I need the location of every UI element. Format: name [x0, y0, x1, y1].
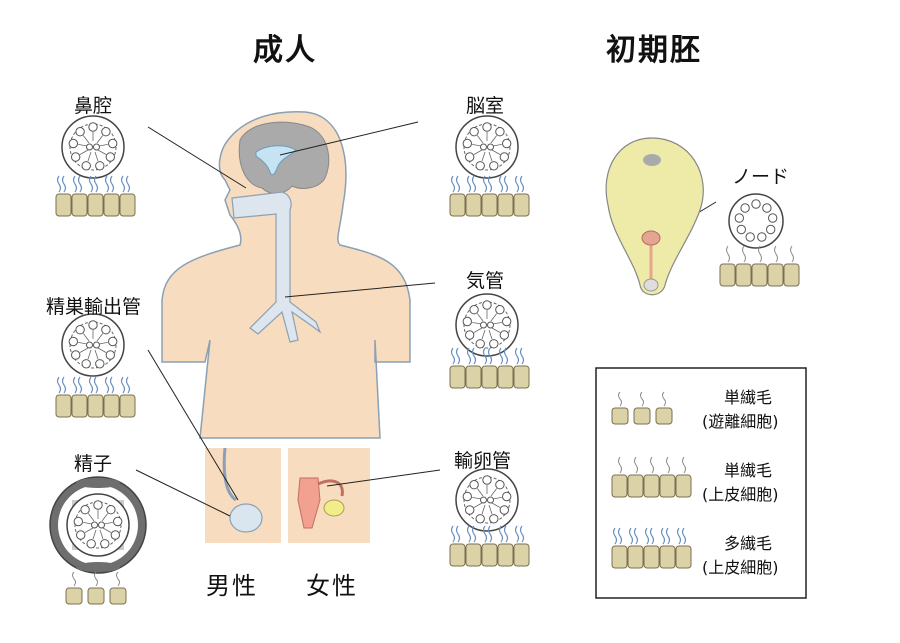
- human-body: [161, 110, 411, 545]
- axoneme-trachea: [455, 293, 519, 357]
- early-embryo: [605, 137, 704, 296]
- epithelium-node: [719, 245, 800, 287]
- male-duct: [222, 447, 237, 502]
- label-ventricle: 脳室: [466, 95, 505, 117]
- legend-box: [595, 367, 807, 599]
- label-nasal-cavity: 鼻腔: [74, 95, 113, 117]
- free-cells-sperm: [65, 571, 127, 605]
- epithelium-efferent: [55, 376, 136, 418]
- legend-item-1-line1: 単繊毛: [724, 388, 773, 407]
- legend-item-3-line1: 多繊毛: [724, 534, 773, 553]
- pointer-lines: [135, 121, 717, 517]
- label-oviduct: 輸卵管: [454, 450, 512, 472]
- label-efferent-duct: 精巣輸出管: [46, 296, 142, 318]
- testis: [229, 503, 263, 533]
- airway: [231, 191, 322, 343]
- label-sperm: 精子: [74, 453, 113, 475]
- node-spot: [641, 230, 661, 246]
- epithelium-oviduct: [449, 525, 530, 567]
- axoneme-node: [728, 193, 784, 249]
- legend-item-2-line2: (上皮細胞): [702, 485, 779, 504]
- heading-adult: 成人: [253, 33, 317, 68]
- label-male: 男性: [206, 572, 258, 600]
- epithelium-ventricle: [449, 175, 530, 217]
- axoneme-nasal: [61, 115, 125, 179]
- axoneme-ventricle: [455, 115, 519, 179]
- legend-item-1-line2: (遊離細胞): [702, 412, 779, 431]
- uterus: [297, 477, 321, 529]
- label-node: ノード: [732, 166, 790, 188]
- epithelium-trachea: [449, 347, 530, 389]
- heading-embryo: 初期胚: [606, 33, 702, 68]
- sperm-cross-section: [49, 476, 147, 574]
- oviduct-tube: [317, 479, 344, 497]
- label-trachea: 気管: [466, 270, 505, 292]
- legend-item-2-line1: 単繊毛: [724, 461, 773, 480]
- legend-item-3-line2: (上皮細胞): [702, 558, 779, 577]
- axoneme-oviduct: [455, 468, 519, 532]
- axoneme-efferent: [61, 313, 125, 377]
- label-female: 女性: [306, 572, 358, 600]
- ventricle: [255, 145, 297, 176]
- epithelium-nasal: [55, 175, 136, 217]
- ovary: [323, 499, 345, 517]
